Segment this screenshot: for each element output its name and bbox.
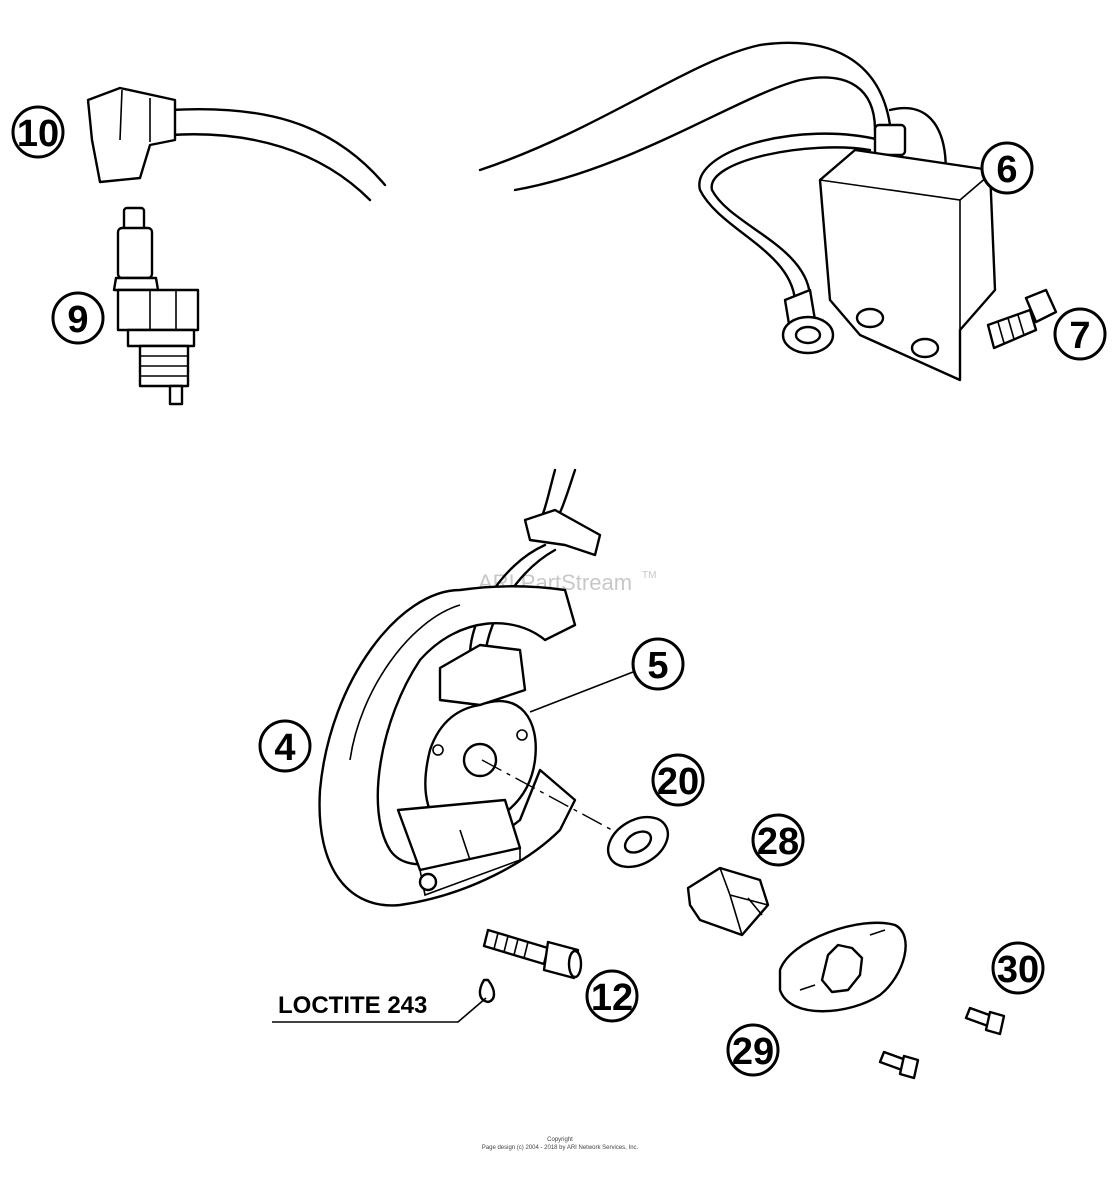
callout-9-label: 9 [67,299,88,341]
center-line [481,759,613,831]
washer[interactable] [599,807,676,877]
spark-plug[interactable] [112,206,200,406]
callout-6[interactable]: 6 [980,141,1034,195]
callout-12-label: 12 [591,977,633,1019]
callout-6-label: 6 [996,149,1017,191]
callout-5-label: 5 [647,645,668,687]
callout-29-label: 29 [732,1031,774,1073]
coil-bolt[interactable] [986,288,1058,350]
callout-30[interactable]: 30 [991,941,1045,995]
plate-screw-upper[interactable] [964,1006,1006,1036]
flywheel-nut[interactable] [686,866,770,937]
ignition-coil[interactable] [478,41,997,382]
callout-7-label: 7 [1069,315,1090,357]
copyright-line-2: Page design (c) 2004 - 2018 by ARI Netwo… [482,1145,639,1151]
callout-9[interactable]: 9 [51,291,105,345]
callout-10-label: 10 [17,113,59,155]
callout-28[interactable]: 28 [751,813,805,867]
stator-coil[interactable] [396,643,537,897]
callout-5[interactable]: 5 [529,637,685,713]
spark-plug-cap[interactable] [86,86,387,202]
loctite-label: LOCTITE 243 [278,992,427,1019]
callout-10[interactable]: 10 [11,105,65,159]
plate-screw-lower[interactable] [878,1050,920,1080]
callout-4-label: 4 [274,727,295,769]
callout-20[interactable]: 20 [651,753,705,807]
stator-plate[interactable] [318,468,602,907]
callout-28-label: 28 [757,821,799,863]
copyright-line-1: Copyright [547,1137,573,1143]
timing-plate[interactable] [778,921,907,1013]
callout-29[interactable]: 29 [726,1023,780,1077]
callout-30-label: 30 [997,949,1039,991]
callout-5-leader [529,671,634,713]
callout-7[interactable]: 7 [1053,307,1107,361]
callout-12[interactable]: 12 [585,969,639,1023]
loctite-note: LOCTITE 243 [272,992,487,1023]
watermark-tm: TM [642,570,656,581]
callout-4[interactable]: 4 [258,719,312,773]
callout-20-label: 20 [657,761,699,803]
stator-screw[interactable] [478,928,583,1004]
